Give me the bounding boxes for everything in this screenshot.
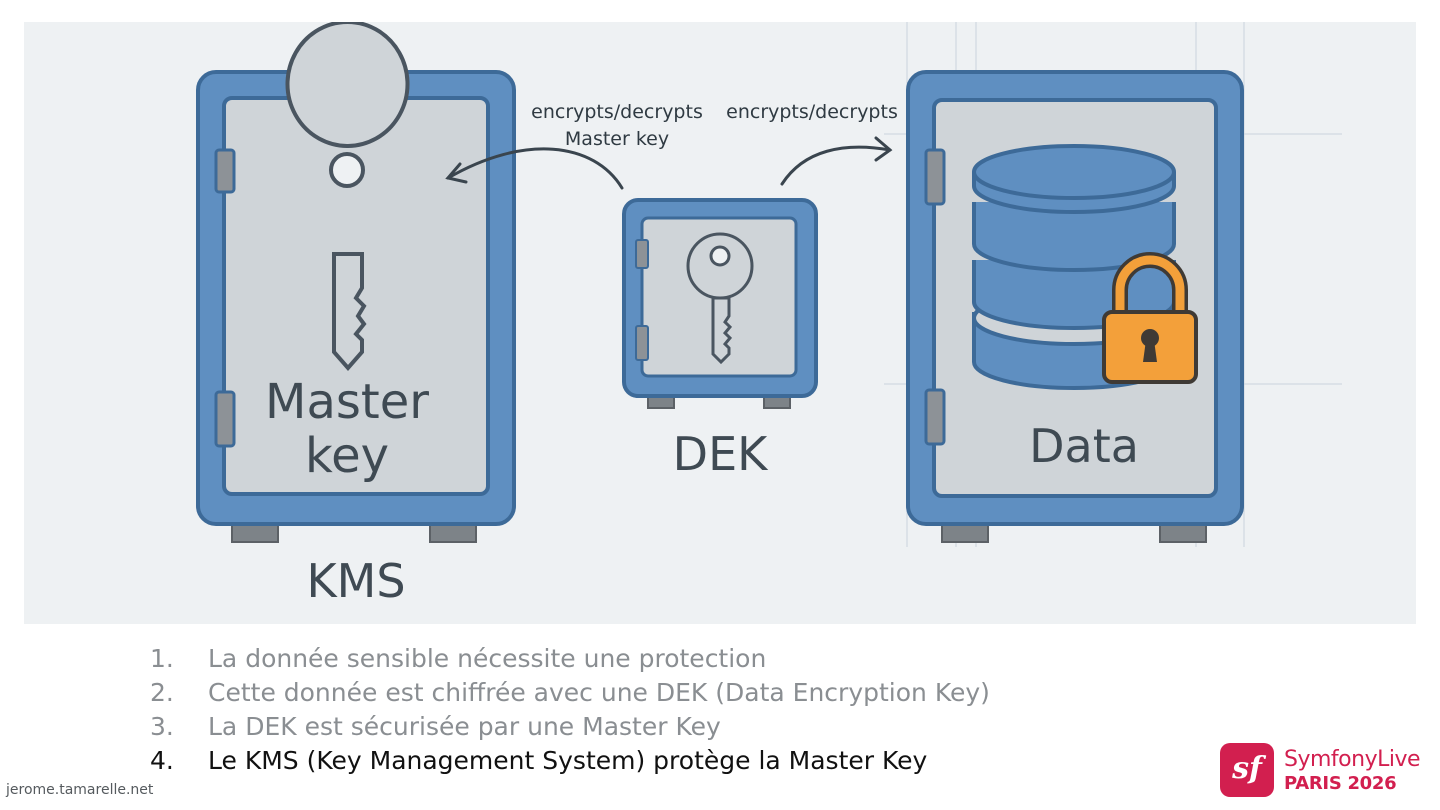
brand-event: PARIS 2026 (1284, 773, 1397, 794)
symfony-logo-icon: sf (1220, 743, 1274, 797)
encryption-diagram: Master key KMS DEK (196, 22, 1342, 608)
master-key-label-line2: key (305, 428, 389, 484)
logo-glyph: sf (1232, 751, 1262, 786)
padlock-icon (1102, 252, 1198, 384)
master-key-label-line1: Master (265, 374, 429, 430)
master-key-icon (285, 22, 410, 372)
step-number: 4. (150, 746, 174, 775)
arrow-left-label-line1: encrypts/decrypts (531, 101, 703, 123)
step-item: 3. La DEK est sécurisée par une Master Ke… (140, 710, 990, 744)
dek-vault: DEK (622, 198, 818, 481)
step-item-active: 4. Le KMS (Key Management System) protège… (140, 744, 990, 778)
step-item: 1. La donnée sensible nécessite une prote… (140, 642, 990, 676)
kms-title: KMS (306, 554, 405, 608)
data-label: Data (1029, 419, 1139, 473)
arrow-to-data-head (874, 136, 893, 162)
step-text: Cette donnée est chiffrée avec une DEK (… (208, 678, 990, 707)
footer-url: jerome.tamarelle.net (6, 782, 154, 798)
step-text: La DEK est sécurisée par une Master Key (208, 712, 721, 741)
kms-vault: Master key KMS (196, 22, 516, 608)
step-number: 1. (150, 644, 174, 673)
arrow-to-data (780, 145, 892, 186)
steps-list: 1. La donnée sensible nécessite une prote… (140, 642, 990, 778)
dek-title: DEK (673, 427, 769, 481)
step-text: Le KMS (Key Management System) protège l… (208, 746, 928, 775)
arrow-left-label-line2: Master key (565, 128, 669, 150)
arrow-to-kms-head (445, 162, 468, 184)
step-item: 2. Cette donnée est chiffrée avec une DEK… (140, 676, 990, 710)
step-number: 3. (150, 712, 174, 741)
step-number: 2. (150, 678, 174, 707)
arrow-right-label: encrypts/decrypts (726, 101, 898, 123)
symfony-live-brand: sf SymfonyLive PARIS 2026 (1220, 743, 1421, 799)
dek-key-icon (686, 232, 754, 365)
diagram-panel: Master key KMS DEK (24, 22, 1416, 624)
arrow-to-kms (446, 147, 624, 190)
arrows (445, 136, 893, 190)
data-vault: Data (906, 70, 1244, 543)
step-text: La donnée sensible nécessite une protect… (208, 644, 767, 673)
brand-name: SymfonyLive (1284, 747, 1421, 772)
